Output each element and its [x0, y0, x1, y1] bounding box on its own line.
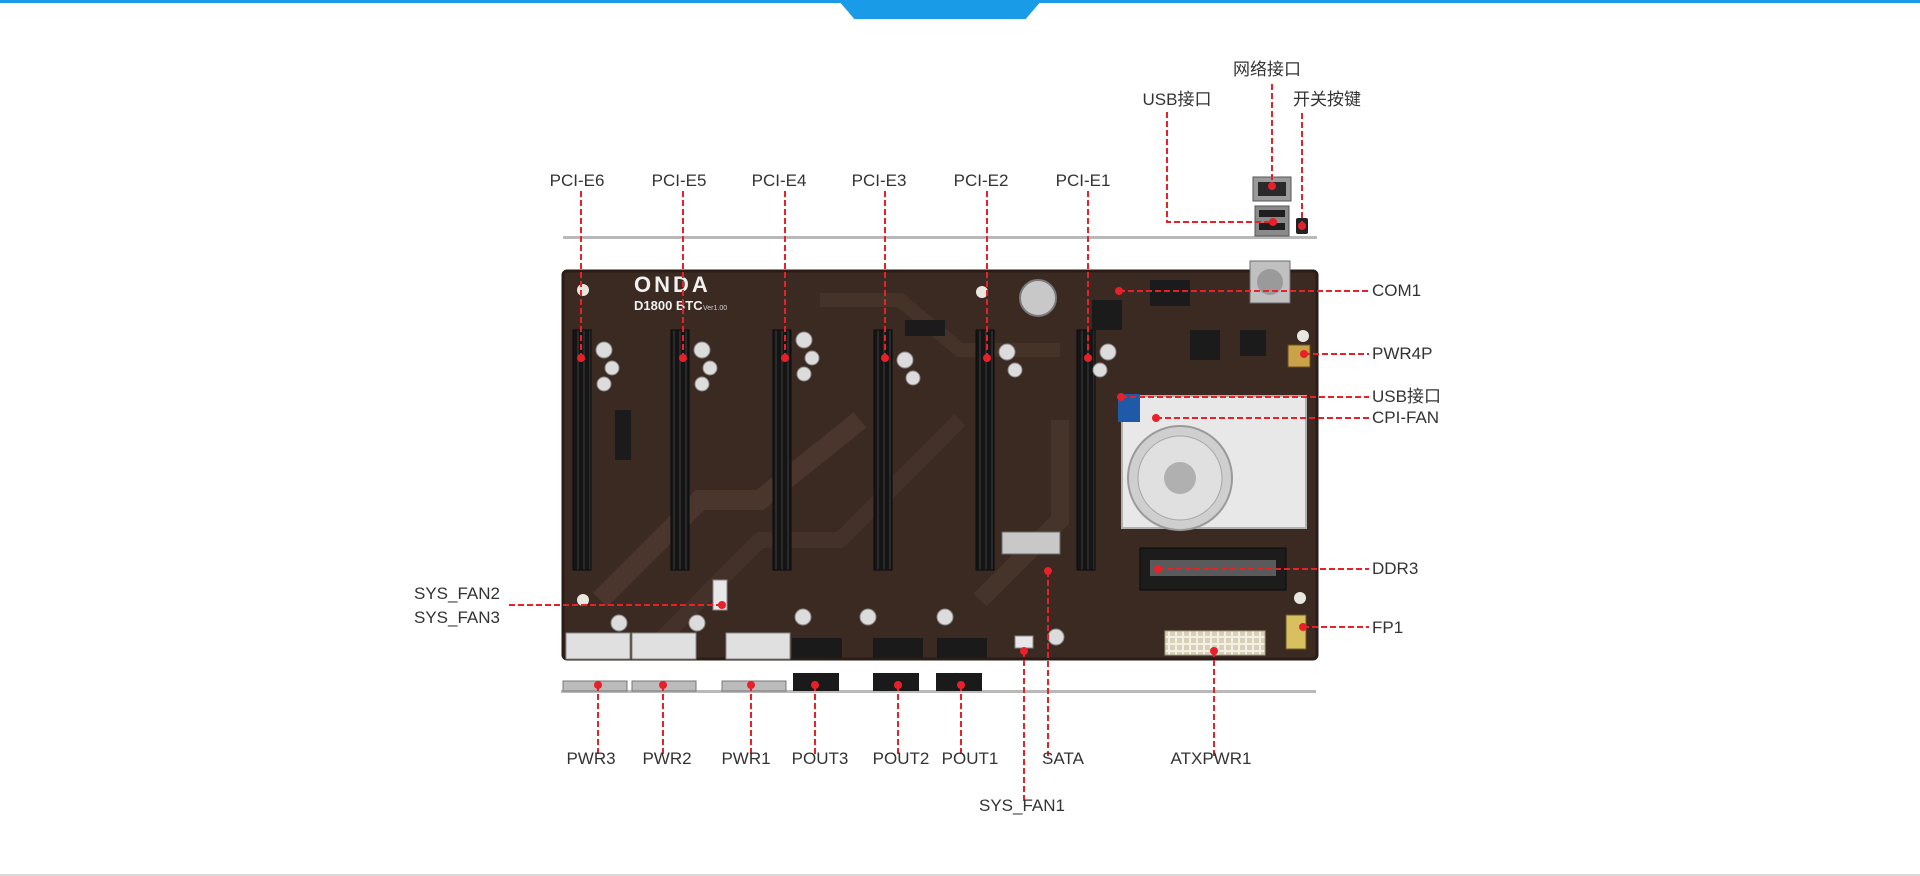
- sata-connector: [1001, 531, 1061, 555]
- label-pwr2: PWR2: [642, 749, 692, 768]
- sys-fan1-header: [1014, 635, 1034, 649]
- fp1-header: [1285, 614, 1307, 650]
- board-power-connectors: [565, 632, 987, 660]
- label-pwr4p: PWR4P: [1372, 344, 1433, 363]
- board-brand: ONDA: [634, 272, 711, 297]
- capacitors: [595, 331, 1117, 646]
- com-speaker: [1257, 269, 1283, 295]
- external-cables: [562, 673, 982, 692]
- label-atxpwr1: ATXPWR1: [1170, 749, 1252, 768]
- chips: [615, 280, 1266, 460]
- motherboard-pcb: [561, 269, 1319, 661]
- bottom-divider: [0, 874, 1920, 876]
- usb-header: [1118, 394, 1140, 422]
- cpu-heatsink: [1121, 395, 1307, 531]
- label-usb-port-right: USB接口: [1372, 387, 1441, 406]
- cmos-battery: [1019, 279, 1057, 317]
- label-pcie4: PCI-E4: [751, 171, 807, 190]
- label-sys-fan2: SYS_FAN2: [414, 584, 500, 603]
- label-cpu-fan: CPI-FAN: [1372, 408, 1440, 427]
- pcie-slots: [572, 329, 1096, 571]
- callout-lines: [509, 84, 1369, 801]
- label-network-port: 网络接口: [1233, 60, 1301, 79]
- board-model: D1800 BTC: [634, 298, 703, 313]
- board-version: Ver1.00: [703, 305, 727, 312]
- label-pcie5: PCI-E5: [651, 171, 707, 190]
- label-com1: COM1: [1372, 281, 1422, 300]
- label-pcie3: PCI-E3: [851, 171, 907, 190]
- label-ddr3: DDR3: [1372, 559, 1419, 578]
- label-pwr3: PWR3: [566, 749, 616, 768]
- bottom-rail: [561, 690, 1316, 693]
- label-sys-fan-2-3: SYS_FAN2 SYS_FAN3: [414, 582, 500, 630]
- top-rail: [563, 236, 1317, 239]
- top-accent-tab: [838, 0, 1042, 19]
- label-pcie6: PCI-E6: [549, 171, 605, 190]
- label-pout1: POUT1: [941, 749, 999, 768]
- label-sys-fan1: SYS_FAN1: [979, 796, 1065, 815]
- label-pout3: POUT3: [791, 749, 849, 768]
- label-sys-fan3: SYS_FAN3: [414, 608, 500, 627]
- label-usb-port-top: USB接口: [1142, 90, 1212, 109]
- label-fp1: FP1: [1372, 618, 1404, 637]
- callout-dots: [577, 182, 1308, 689]
- label-pout2: POUT2: [872, 749, 930, 768]
- label-pcie1: PCI-E1: [1055, 171, 1111, 190]
- label-sata: SATA: [1042, 749, 1084, 768]
- label-power-button: 开关按键: [1293, 90, 1361, 109]
- label-pwr1: PWR1: [721, 749, 771, 768]
- label-pcie2: PCI-E2: [953, 171, 1009, 190]
